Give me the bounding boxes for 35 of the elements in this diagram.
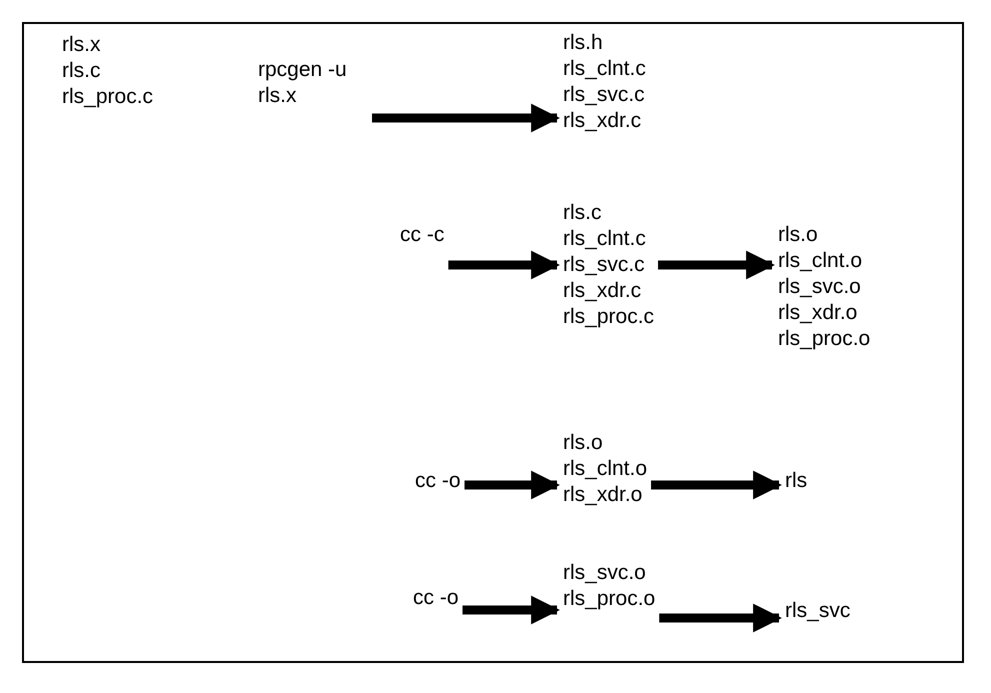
file-name: rls.o: [778, 222, 819, 248]
file-name: rls_proc.o: [778, 326, 870, 352]
arrow: [448, 250, 560, 280]
file-name: rls_clnt.o: [563, 456, 648, 482]
file-name: rls_clnt.c: [563, 56, 646, 82]
file-name: rls_proc.c: [563, 304, 654, 330]
file-name: rls.c: [563, 200, 602, 226]
file-name: rls_svc.c: [563, 82, 646, 108]
file-name: rls_xdr.o: [778, 300, 858, 326]
arrow: [659, 604, 782, 632]
file-name: rls.x: [62, 32, 102, 58]
command-text: cc -c: [400, 222, 444, 248]
file-name: rls_svc.o: [778, 274, 862, 300]
file-name: rls_proc.c: [62, 84, 154, 110]
arrow: [658, 250, 775, 280]
file-name: rls_svc.c: [563, 252, 646, 278]
file-name: rls.h: [563, 30, 604, 56]
file-name: rls_clnt.c: [563, 226, 647, 252]
file-name: rls_xdr.c: [563, 278, 642, 304]
command-text: rls_svc: [785, 598, 850, 624]
file-name: rls.c: [62, 58, 102, 84]
file-name: rls_proc.o: [563, 586, 656, 612]
arrow: [464, 470, 560, 500]
file-name: rls_xdr.o: [563, 482, 644, 508]
arrow: [372, 104, 560, 132]
command-text: cc -o: [415, 468, 461, 494]
arrow: [651, 470, 782, 500]
command-text: cc -o: [413, 585, 459, 611]
file-name: rls_clnt.o: [778, 248, 864, 274]
command-text: rpcgen -u rls.x: [258, 57, 348, 109]
file-name: rls_xdr.c: [563, 108, 642, 134]
file-name: rls_svc.o: [563, 560, 647, 586]
arrow: [462, 596, 560, 624]
command-text: rls: [785, 468, 808, 494]
file-name: rls.o: [563, 430, 604, 456]
